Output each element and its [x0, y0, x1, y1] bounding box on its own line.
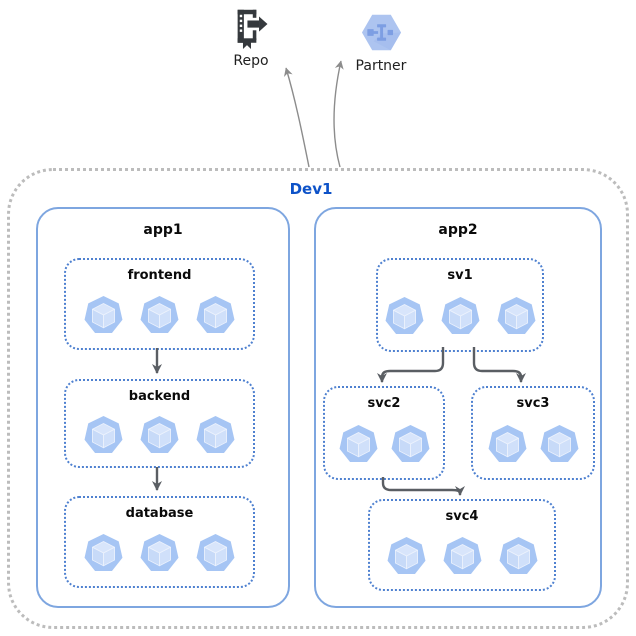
- app2-box: app2 sv1 svc2: [314, 207, 602, 608]
- database-pods: [83, 521, 236, 586]
- app2-title: app2: [438, 222, 478, 238]
- service-frontend: frontend: [64, 258, 255, 350]
- pod-icon: [499, 537, 537, 575]
- edge-dev1-repo: [283, 67, 310, 168]
- pod-icon: [391, 425, 429, 463]
- database-label: database: [125, 506, 194, 521]
- dev1-boundary: Dev1 app1 frontend backend: [7, 168, 629, 629]
- pod-icon: [140, 534, 179, 572]
- app1-title: app1: [143, 222, 183, 238]
- service-svc2: svc2: [323, 386, 445, 480]
- pod-icon: [443, 537, 481, 575]
- partner-interconnect-icon: [361, 14, 401, 51]
- source-repository-icon: [237, 9, 268, 49]
- app1-box: app1 frontend backend: [36, 207, 290, 608]
- frontend-pods: [83, 283, 236, 348]
- pod-icon: [540, 425, 578, 463]
- backend-pods: [83, 404, 236, 466]
- sv1-label: sv1: [447, 268, 473, 283]
- pod-icon: [196, 534, 235, 572]
- dev1-label: Dev1: [289, 180, 333, 198]
- service-sv1: sv1: [376, 258, 544, 352]
- pod-icon: [84, 415, 123, 453]
- pod-icon: [140, 415, 179, 453]
- service-svc4: svc4: [368, 499, 556, 591]
- pod-icon: [196, 415, 235, 453]
- svc3-label: svc3: [516, 396, 550, 411]
- service-backend: backend: [64, 379, 255, 468]
- pod-icon: [441, 297, 479, 335]
- pod-icon: [196, 296, 235, 334]
- svc4-pods: [386, 524, 539, 589]
- partner-node: Partner: [339, 11, 423, 74]
- pod-icon: [488, 425, 526, 463]
- pod-icon: [339, 425, 377, 463]
- pod-icon: [84, 296, 123, 334]
- partner-label: Partner: [355, 58, 407, 74]
- svc4-label: svc4: [445, 509, 479, 524]
- service-database: database: [64, 496, 255, 588]
- svc2-pods: [338, 411, 431, 478]
- edge-dev1-partner: [333, 60, 344, 168]
- pod-icon: [385, 297, 423, 335]
- pod-icon: [497, 297, 535, 335]
- repo-node: Repo: [209, 8, 293, 69]
- frontend-label: frontend: [127, 268, 192, 283]
- backend-label: backend: [128, 389, 191, 404]
- repo-label: Repo: [233, 53, 269, 69]
- pod-icon: [387, 537, 425, 575]
- pod-icon: [140, 296, 179, 334]
- pod-icon: [84, 534, 123, 572]
- svc2-label: svc2: [367, 396, 401, 411]
- sv1-pods: [384, 283, 537, 350]
- service-svc3: svc3: [471, 386, 595, 480]
- svc3-pods: [487, 411, 580, 478]
